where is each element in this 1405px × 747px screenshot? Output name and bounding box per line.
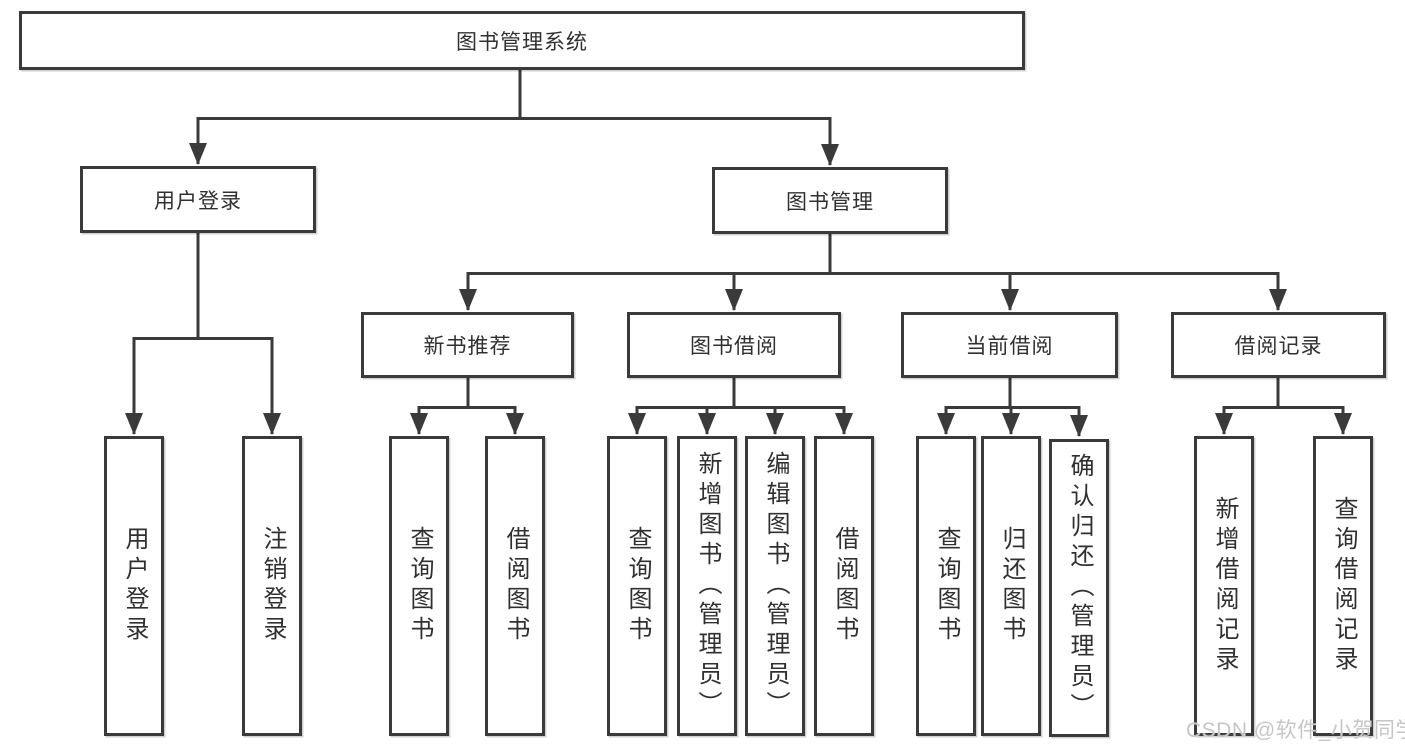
node-book-borrowing: 图书借阅 [627,312,841,378]
node-current-borrowing-label: 当前借阅 [965,335,1054,358]
csdn-watermark: CSDN @软件_小贺同学 [1186,719,1405,742]
leaf-add-books-admin: 新增图书（管理员） [677,436,737,736]
leaf-confirm-return-admin: 确认归还（管理员） [1049,439,1109,737]
leaf-edit-books-admin-label: 编辑图书（管理员） [762,451,789,721]
node-user-login-label: 用户登录 [154,189,242,213]
leaf-add-borrow-record: 新增借阅记录 [1194,436,1254,736]
leaf-borrow-books-label: 借阅图书 [831,526,858,646]
leaf-add-books-admin-label: 新增图书（管理员） [694,451,721,721]
node-library-system-label: 图书管理系统 [456,30,588,54]
leaf-query-books-current-label: 查询图书 [933,526,960,646]
leaf-return-books-label: 归还图书 [998,526,1025,646]
leaf-query-books-current: 查询图书 [916,436,976,736]
node-book-management-label: 图书管理 [786,190,874,214]
leaf-edit-books-admin: 编辑图书（管理员） [745,436,805,736]
leaf-user-login-label: 用户登录 [121,526,148,646]
node-new-book-recommendation: 新书推荐 [361,312,574,378]
node-borrowing-records-label: 借阅记录 [1234,335,1323,358]
leaf-query-borrow-record: 查询借阅记录 [1313,436,1373,736]
leaf-borrow-books-recommend-label: 借阅图书 [502,526,529,646]
leaf-logout: 注销登录 [242,436,302,736]
leaf-return-books: 归还图书 [981,436,1041,736]
leaf-query-books-recommend-label: 查询图书 [406,526,433,646]
node-user-login: 用户登录 [80,166,316,233]
leaf-user-login: 用户登录 [104,436,164,736]
node-book-management: 图书管理 [712,167,948,234]
node-borrowing-records: 借阅记录 [1171,312,1386,378]
leaf-borrow-books: 借阅图书 [814,436,874,736]
node-current-borrowing: 当前借阅 [901,312,1118,378]
leaf-query-borrow-record-label: 查询借阅记录 [1330,496,1357,676]
node-new-book-recommendation-label: 新书推荐 [423,335,512,358]
leaf-query-books-borrowing-label: 查询图书 [624,526,651,646]
node-book-borrowing-label: 图书借阅 [690,335,778,358]
node-library-system: 图书管理系统 [19,11,1025,70]
leaf-query-books-recommend: 查询图书 [389,436,449,736]
leaf-query-books-borrowing: 查询图书 [607,436,667,736]
leaf-add-borrow-record-label: 新增借阅记录 [1211,496,1238,676]
leaf-logout-label: 注销登录 [259,526,286,646]
leaf-borrow-books-recommend: 借阅图书 [485,436,545,736]
leaf-confirm-return-admin-label: 确认归还（管理员） [1066,453,1093,723]
